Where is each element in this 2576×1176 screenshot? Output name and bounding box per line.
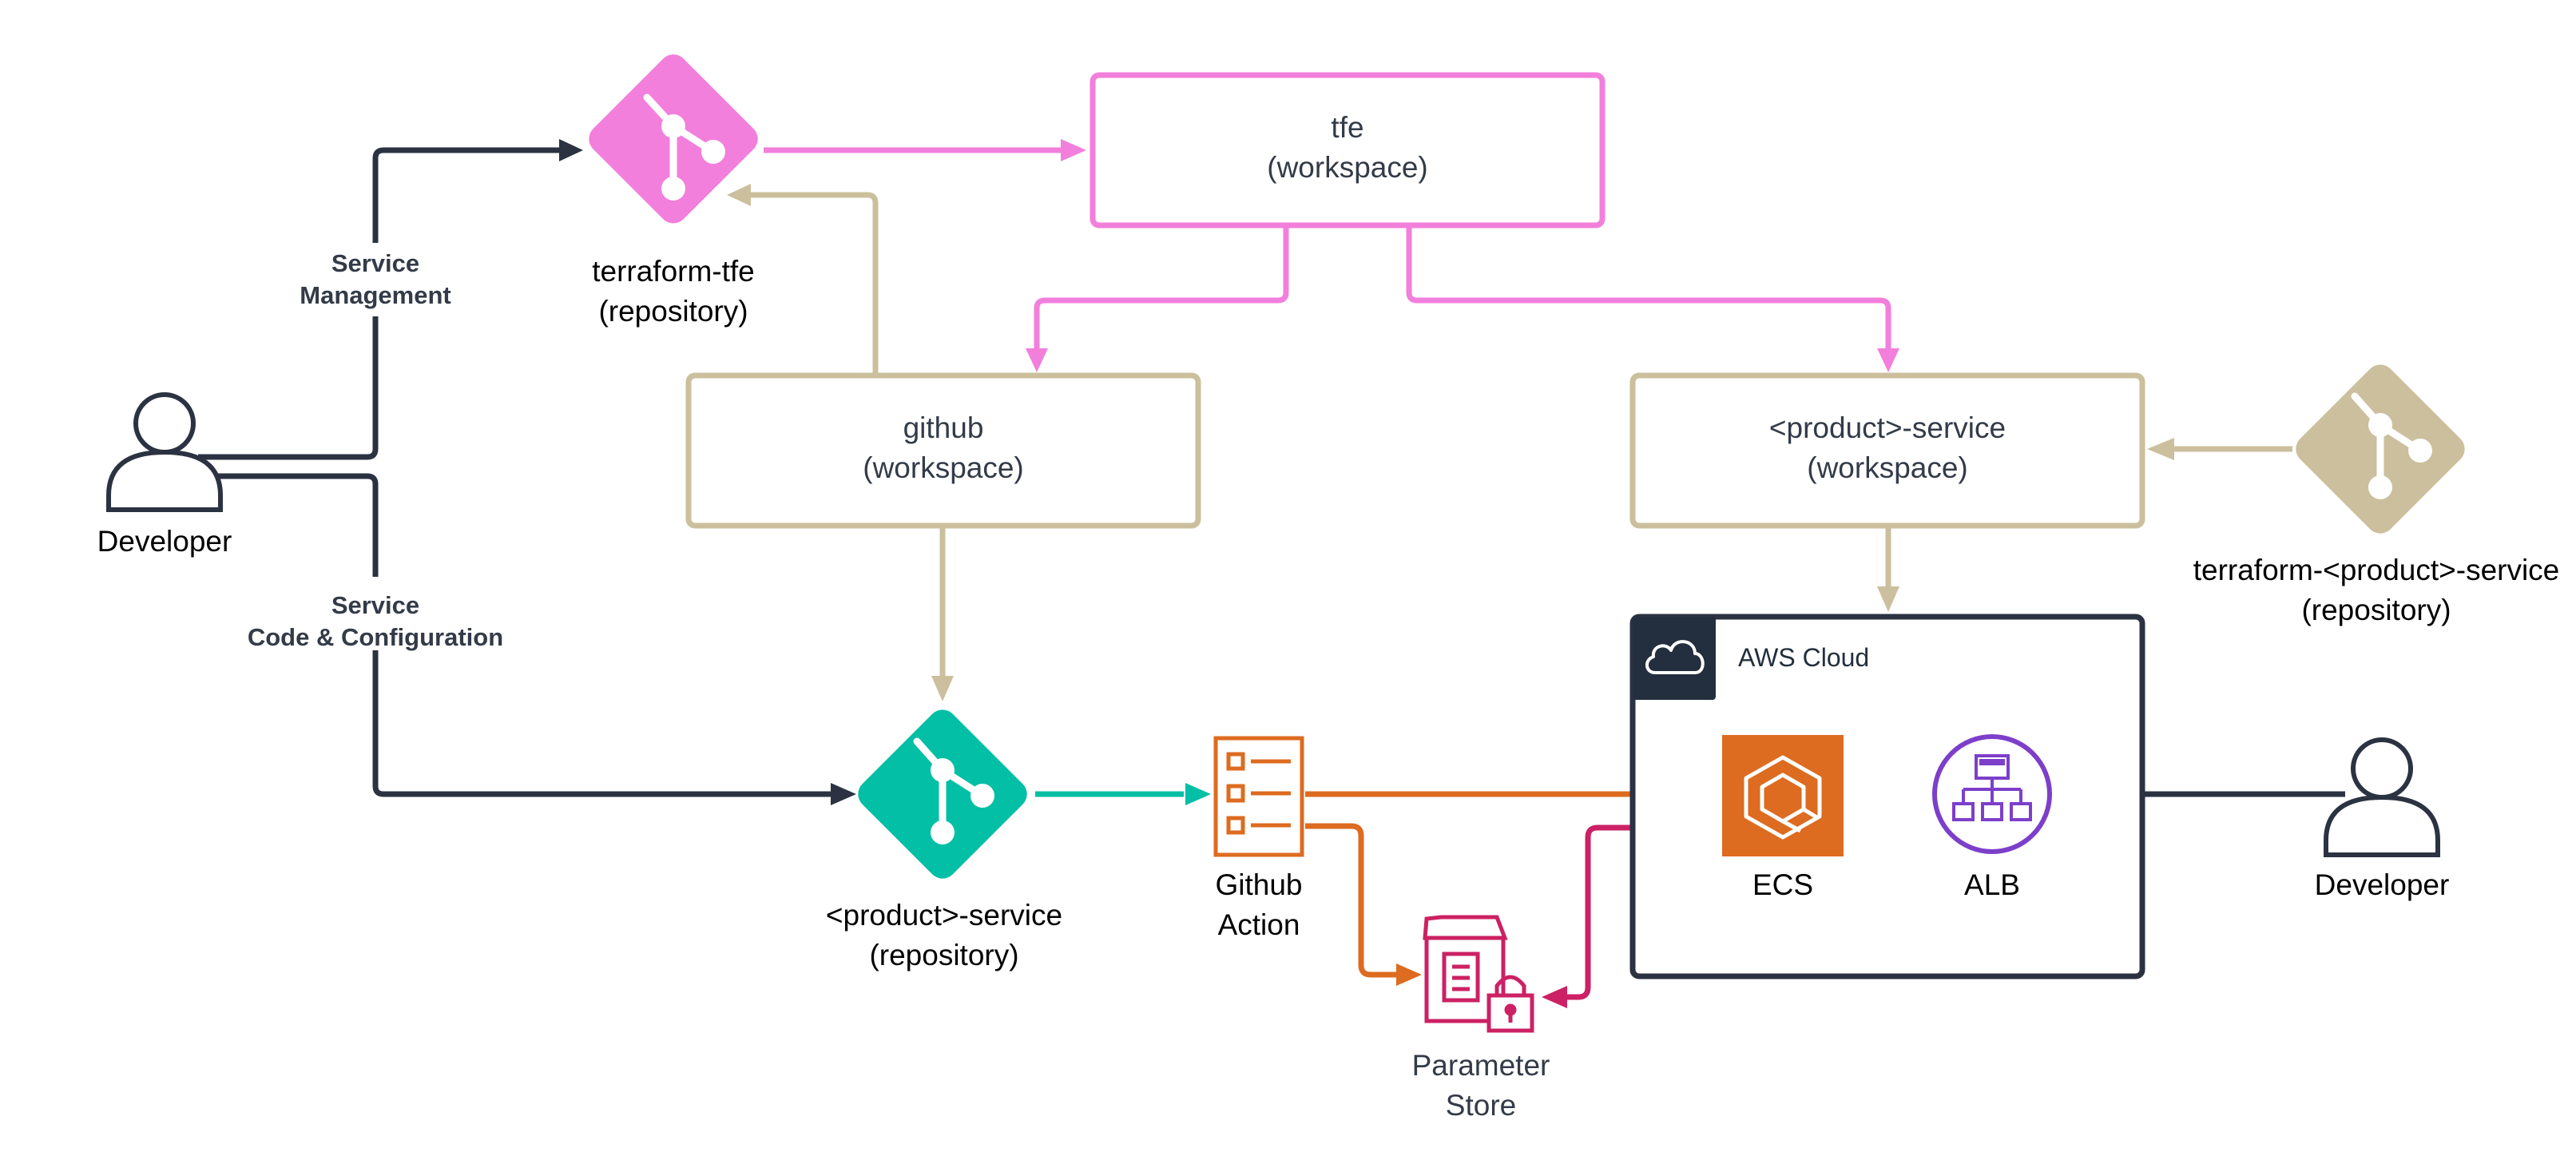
- edge-terraform-product-to-product-workspace: [2147, 438, 2292, 460]
- ecs-label: ECS: [1752, 868, 1813, 901]
- ecs-node: ECS: [1722, 735, 1844, 901]
- github-action-line2: Action: [1218, 908, 1300, 941]
- edge-label-line: Service: [331, 249, 419, 277]
- developer-right-node: Developer: [2315, 737, 2450, 901]
- node-title: <product>-service: [1769, 411, 2006, 444]
- developer-left-node: Developer: [97, 392, 232, 558]
- edge-label-line: Service: [331, 591, 419, 619]
- node-subtitle: (workspace): [1267, 151, 1428, 184]
- ecs-icon: [1744, 755, 1822, 840]
- edge-product-workspace-to-aws: [1877, 527, 1899, 612]
- edge-github-action-to-parameter-store: [1305, 823, 1422, 986]
- parameter-store-icon: [1423, 915, 1534, 1033]
- git-icon: [2296, 364, 2465, 534]
- git-icon: [858, 709, 1027, 879]
- edge-product-repo-to-github-action: [1035, 783, 1211, 805]
- edge-terraform-tfe-to-tfe-workspace: [764, 139, 1086, 161]
- repo-type: (repository): [598, 295, 748, 328]
- repo-type: (repository): [2301, 594, 2451, 626]
- product-service-repo-node: <product>-service (repository): [826, 709, 1062, 971]
- github-action-line1: Github: [1215, 868, 1302, 901]
- user-icon: [106, 392, 223, 512]
- git-icon: [589, 54, 758, 224]
- developer-label: Developer: [97, 525, 232, 558]
- repo-type: (repository): [869, 939, 1018, 971]
- node-title: github: [903, 411, 984, 444]
- terraform-tfe-repo-node: terraform-tfe (repository): [589, 54, 758, 328]
- edge-label-line: Code & Configuration: [248, 623, 503, 651]
- aws-cloud-group: AWS Cloud: [1629, 614, 2145, 979]
- repo-name: terraform-<product>-service: [2193, 554, 2560, 586]
- developer-label: Developer: [2315, 868, 2450, 901]
- checklist-icon: [1213, 736, 1304, 857]
- node-subtitle: (workspace): [863, 451, 1024, 484]
- load-balancer-icon: [1952, 754, 2032, 821]
- edge-tfe-to-github-workspace: [1026, 225, 1289, 372]
- edge-label-service-management: Service Management: [280, 243, 471, 316]
- parameter-store-line2: Store: [1446, 1089, 1516, 1122]
- repo-name: <product>-service: [826, 899, 1062, 932]
- edge-label-line: Management: [300, 281, 451, 309]
- node-title: tfe: [1331, 111, 1363, 144]
- terraform-product-repo-node: terraform-<product>-service (repository): [2193, 364, 2560, 626]
- product-workspace-node: <product>-service (workspace): [1629, 372, 2145, 529]
- edge-ecs-to-parameter-store: [1542, 824, 1722, 1008]
- parameter-store-node: Parameter Store: [1412, 915, 1550, 1122]
- tfe-workspace-node: tfe (workspace): [1090, 72, 1606, 228]
- aws-cloud-label: AWS Cloud: [1738, 643, 1869, 672]
- parameter-store-line1: Parameter: [1412, 1049, 1550, 1082]
- edge-label-service-code: Service Code & Configuration: [232, 577, 519, 651]
- github-workspace-node: github (workspace): [685, 372, 1201, 529]
- alb-label: ALB: [1964, 868, 2020, 901]
- edge-tfe-to-product-workspace: [1406, 225, 1899, 372]
- edge-github-workspace-to-product-repo: [931, 527, 954, 701]
- repo-name: terraform-tfe: [592, 255, 755, 288]
- cloud-icon: [1645, 640, 1705, 674]
- github-action-node: Github Action: [1213, 736, 1304, 941]
- node-subtitle: (workspace): [1807, 451, 1968, 484]
- alb-node: ALB: [1932, 734, 2052, 901]
- edge-github-workspace-to-terraform-tfe: [727, 184, 879, 374]
- user-icon: [2324, 737, 2440, 857]
